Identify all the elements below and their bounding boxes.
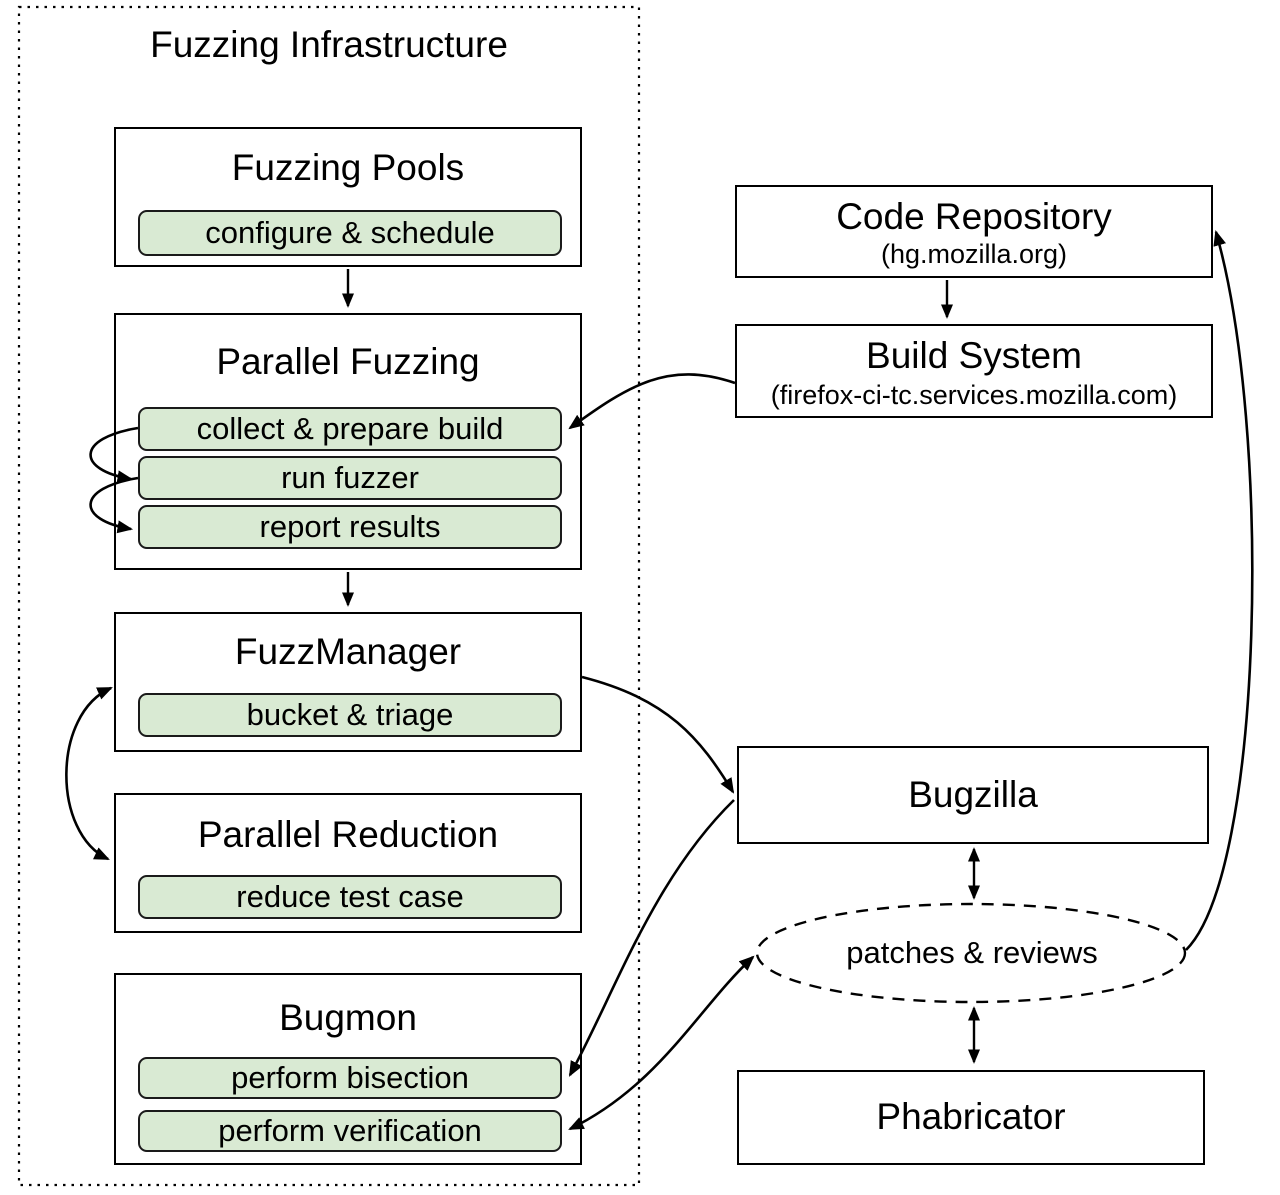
bugzilla-box — [737, 746, 1209, 844]
bugmon-title: Bugmon — [279, 997, 417, 1038]
step-perform-bisection: perform bisection — [138, 1057, 562, 1099]
step-bucket-triage: bucket & triage — [138, 693, 562, 737]
arrow-patches-reviews-to-perform-verification — [568, 955, 755, 1131]
step-collect-prepare-build: collect & prepare build — [138, 407, 562, 451]
arrow-bugzilla-to-perform-bisection — [568, 799, 735, 1077]
code-repository-box — [735, 185, 1213, 278]
step-run-fuzzer: run fuzzer — [138, 456, 562, 500]
arrow-fuzzmanager-parallel-reduction — [65, 686, 113, 861]
step-configure-schedule: configure & schedule — [138, 210, 562, 256]
arrow-build-system-to-collect — [568, 373, 736, 430]
step-report-results: report results — [138, 505, 562, 549]
fuzzmanager-title: FuzzManager — [234, 631, 462, 672]
code-repository-title: Code Repository — [836, 196, 1112, 237]
arrow-fuzzmanager-to-bugzilla — [581, 675, 735, 794]
patches-reviews-label: patches & reviews — [846, 935, 1098, 970]
build-system-title: Build System — [866, 335, 1082, 376]
parallel-fuzzing-title: Parallel Fuzzing — [216, 341, 480, 382]
parallel-reduction-title: Parallel Reduction — [197, 814, 499, 855]
step-reduce-test-case: reduce test case — [138, 875, 562, 919]
infrastructure-group-title: Fuzzing Infrastructure — [150, 24, 508, 65]
phabricator-title: Phabricator — [876, 1096, 1066, 1137]
fuzzing-pools-title: Fuzzing Pools — [231, 147, 465, 188]
build-system-subtitle: (firefox-ci-tc.services.mozilla.com) — [770, 380, 1178, 410]
step-perform-verification: perform verification — [138, 1110, 562, 1152]
code-repository-subtitle: (hg.mozilla.org) — [880, 239, 1068, 269]
bugzilla-title: Bugzilla — [908, 774, 1038, 815]
build-system-box — [735, 324, 1213, 418]
